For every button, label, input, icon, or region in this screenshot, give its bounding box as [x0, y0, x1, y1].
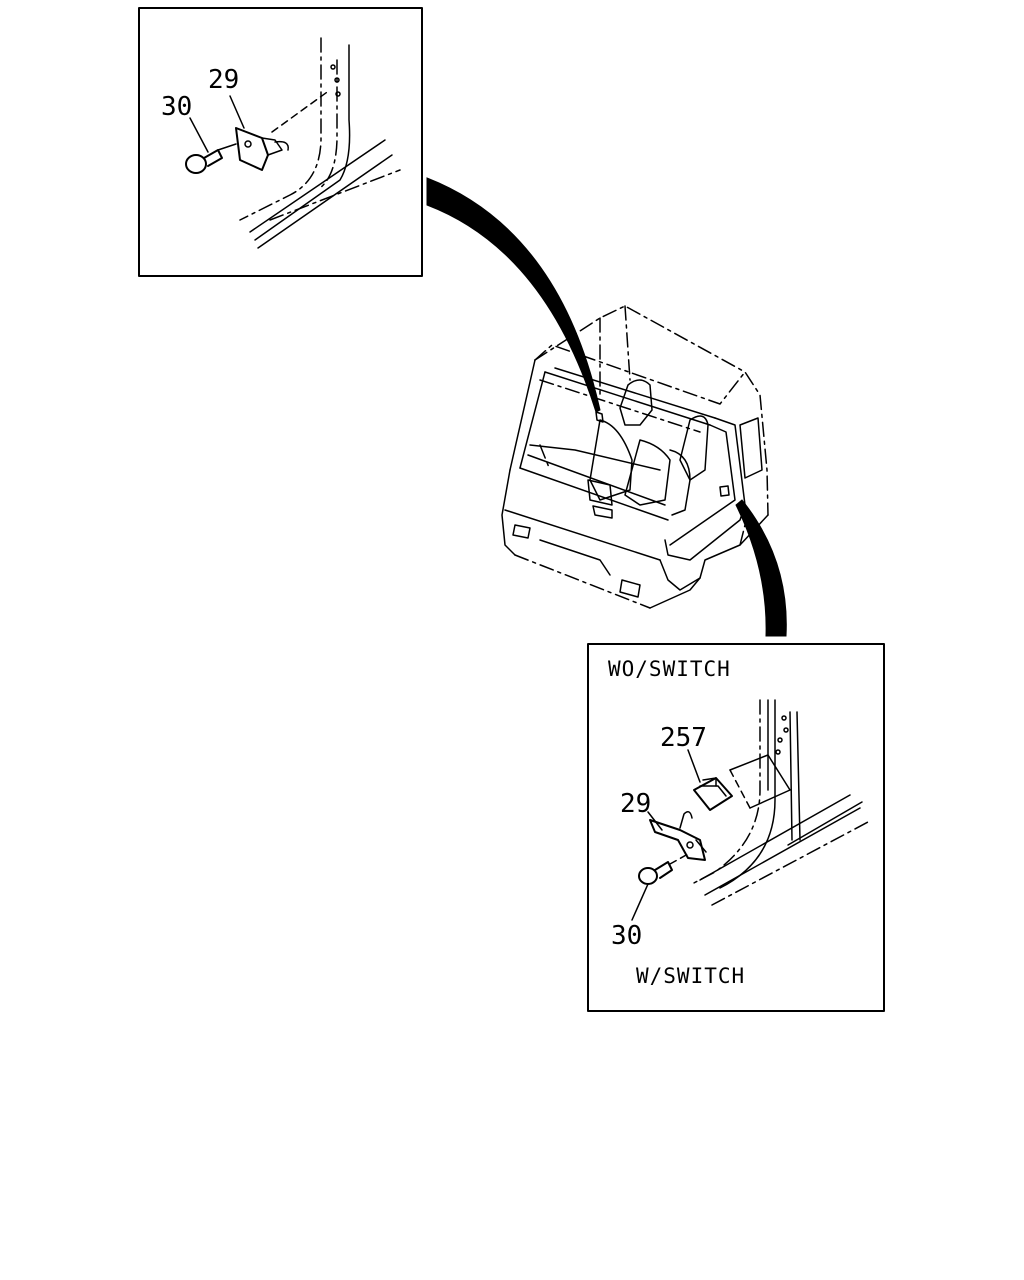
callout-257: 257: [660, 723, 707, 753]
connector-to-top-detail: [426, 177, 601, 413]
variant-label-wo-switch: WO/SWITCH: [608, 657, 731, 681]
connector-to-bottom-detail: [735, 499, 787, 637]
screw-part-30: [185, 143, 237, 174]
callout-29-top: 29: [208, 65, 239, 95]
bracket-part-29-bottom: [649, 811, 707, 861]
top-detail-panel: 29 30: [138, 7, 423, 277]
truck-cab-illustration: [501, 305, 769, 609]
variant-label-w-switch: W/SWITCH: [636, 964, 745, 988]
screw-part-30-bottom: [638, 853, 689, 885]
bracket-part-29: [235, 127, 289, 171]
callout-30-top: 30: [161, 92, 192, 122]
bottom-detail-panel: WO/SWITCH W/SWITCH: [587, 643, 885, 1012]
callout-30-bottom: 30: [611, 921, 642, 951]
switch-part-257: [693, 777, 733, 811]
callout-29-bottom: 29: [620, 789, 651, 819]
